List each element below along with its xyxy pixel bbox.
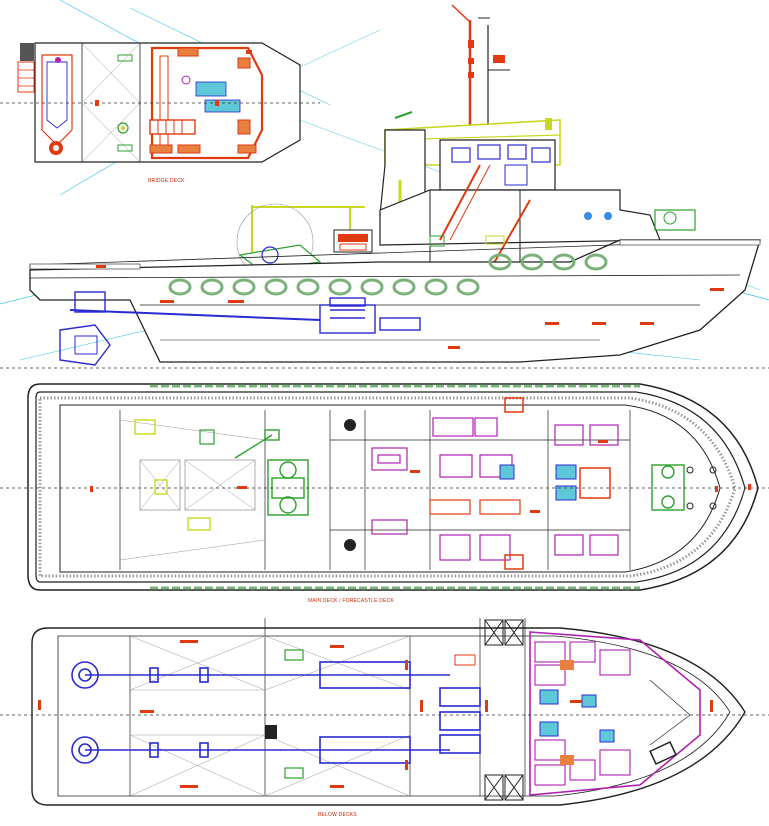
engine-machinery [69, 291, 421, 334]
side-elevation [0, 4, 769, 369]
bridge-deck-caption: BRIDGE DECK [148, 178, 185, 184]
main-deck-plan [0, 383, 769, 591]
fender-row [168, 253, 608, 296]
bow-winch [651, 464, 685, 511]
bridge-deck-plan [0, 0, 761, 291]
propulsion-line [71, 661, 481, 764]
accommodation-fittings [371, 417, 619, 561]
lower-deck-caption: BELOW DECKS [318, 812, 357, 818]
compartment-labels [96, 265, 724, 349]
towing-winch [234, 429, 309, 516]
main-deck-caption: MAIN DECK / FORECASTLE DECK [308, 598, 394, 604]
lower-deck-plan [0, 618, 769, 806]
